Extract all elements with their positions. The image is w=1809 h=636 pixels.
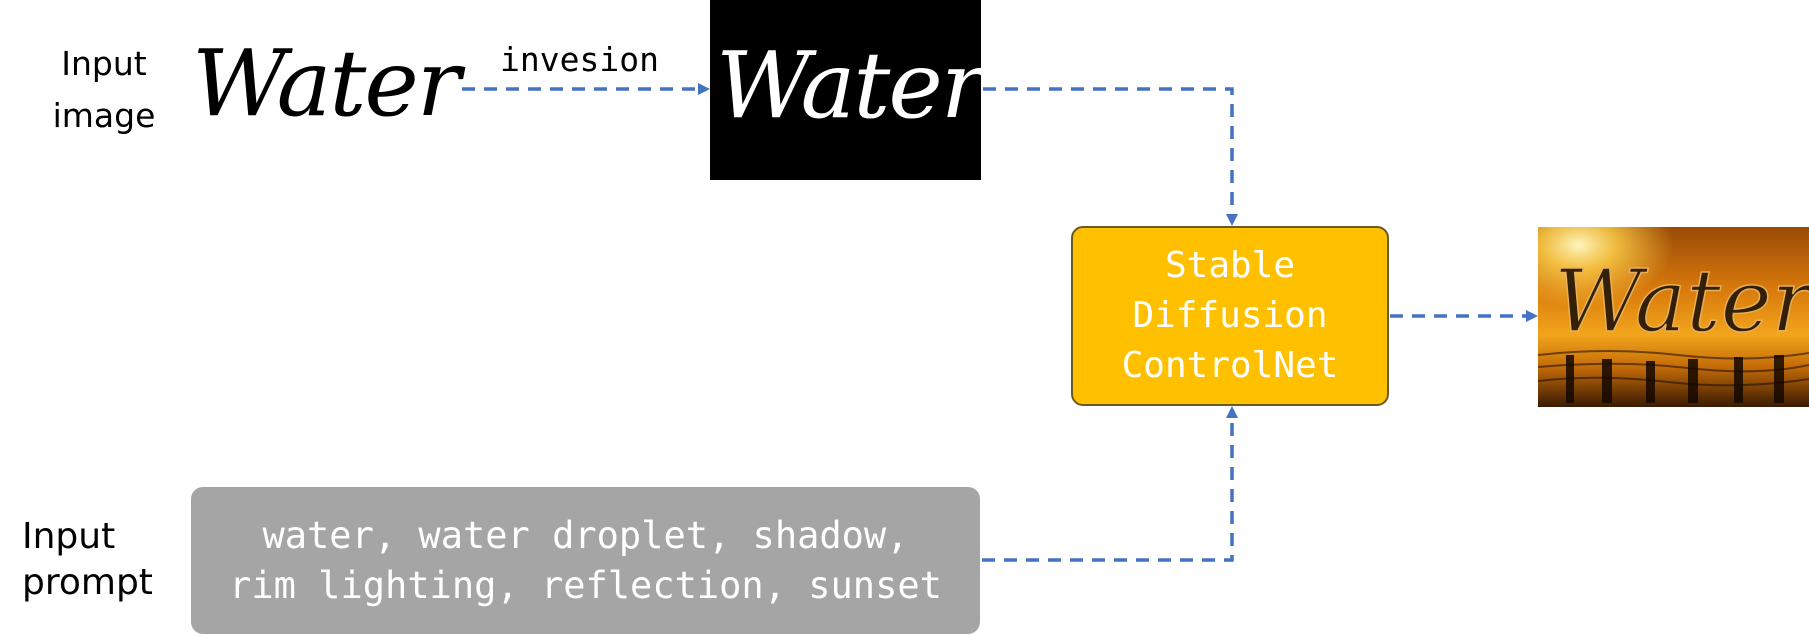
arrow-prompt-to-sd xyxy=(982,418,1234,562)
arrow-image-to-sd xyxy=(983,87,1234,214)
sd-node-line2: Diffusion xyxy=(1132,295,1328,336)
input-image-label-line1: Input xyxy=(61,44,147,83)
sd-node-line3: ControlNet xyxy=(1121,345,1339,386)
arrow-image-to-sd-head xyxy=(1226,214,1238,226)
arrow-inversion-head xyxy=(698,83,710,95)
inversion-label: invesion xyxy=(500,40,659,79)
output-image-water: Water xyxy=(1554,252,1809,352)
sd-node-line1: Stable xyxy=(1164,245,1296,286)
prompt-line1: water, water droplet, shadow, xyxy=(262,513,909,557)
input-prompt-label-line1: Input xyxy=(22,516,116,557)
inverted-image xyxy=(710,0,981,180)
prompt-box: water, water droplet, shadow, rim lighti… xyxy=(191,487,980,634)
input-image-water: Water xyxy=(192,30,461,137)
input-prompt-label: Input prompt xyxy=(22,514,162,606)
stable-diffusion-controlnet-node: Stable Diffusion ControlNet xyxy=(1071,226,1389,406)
input-prompt-label-line2: prompt xyxy=(22,562,153,603)
inverted-image-water: Water xyxy=(716,32,985,139)
prompt-line2: rim lighting, reflection, sunset xyxy=(229,563,942,607)
arrow-prompt-to-sd-head xyxy=(1226,406,1238,418)
input-image-label-line2: image xyxy=(52,96,156,135)
arrow-sd-to-output-head xyxy=(1526,310,1538,322)
input-image-label: Input image xyxy=(44,38,164,142)
output-image: Water xyxy=(1538,227,1809,407)
